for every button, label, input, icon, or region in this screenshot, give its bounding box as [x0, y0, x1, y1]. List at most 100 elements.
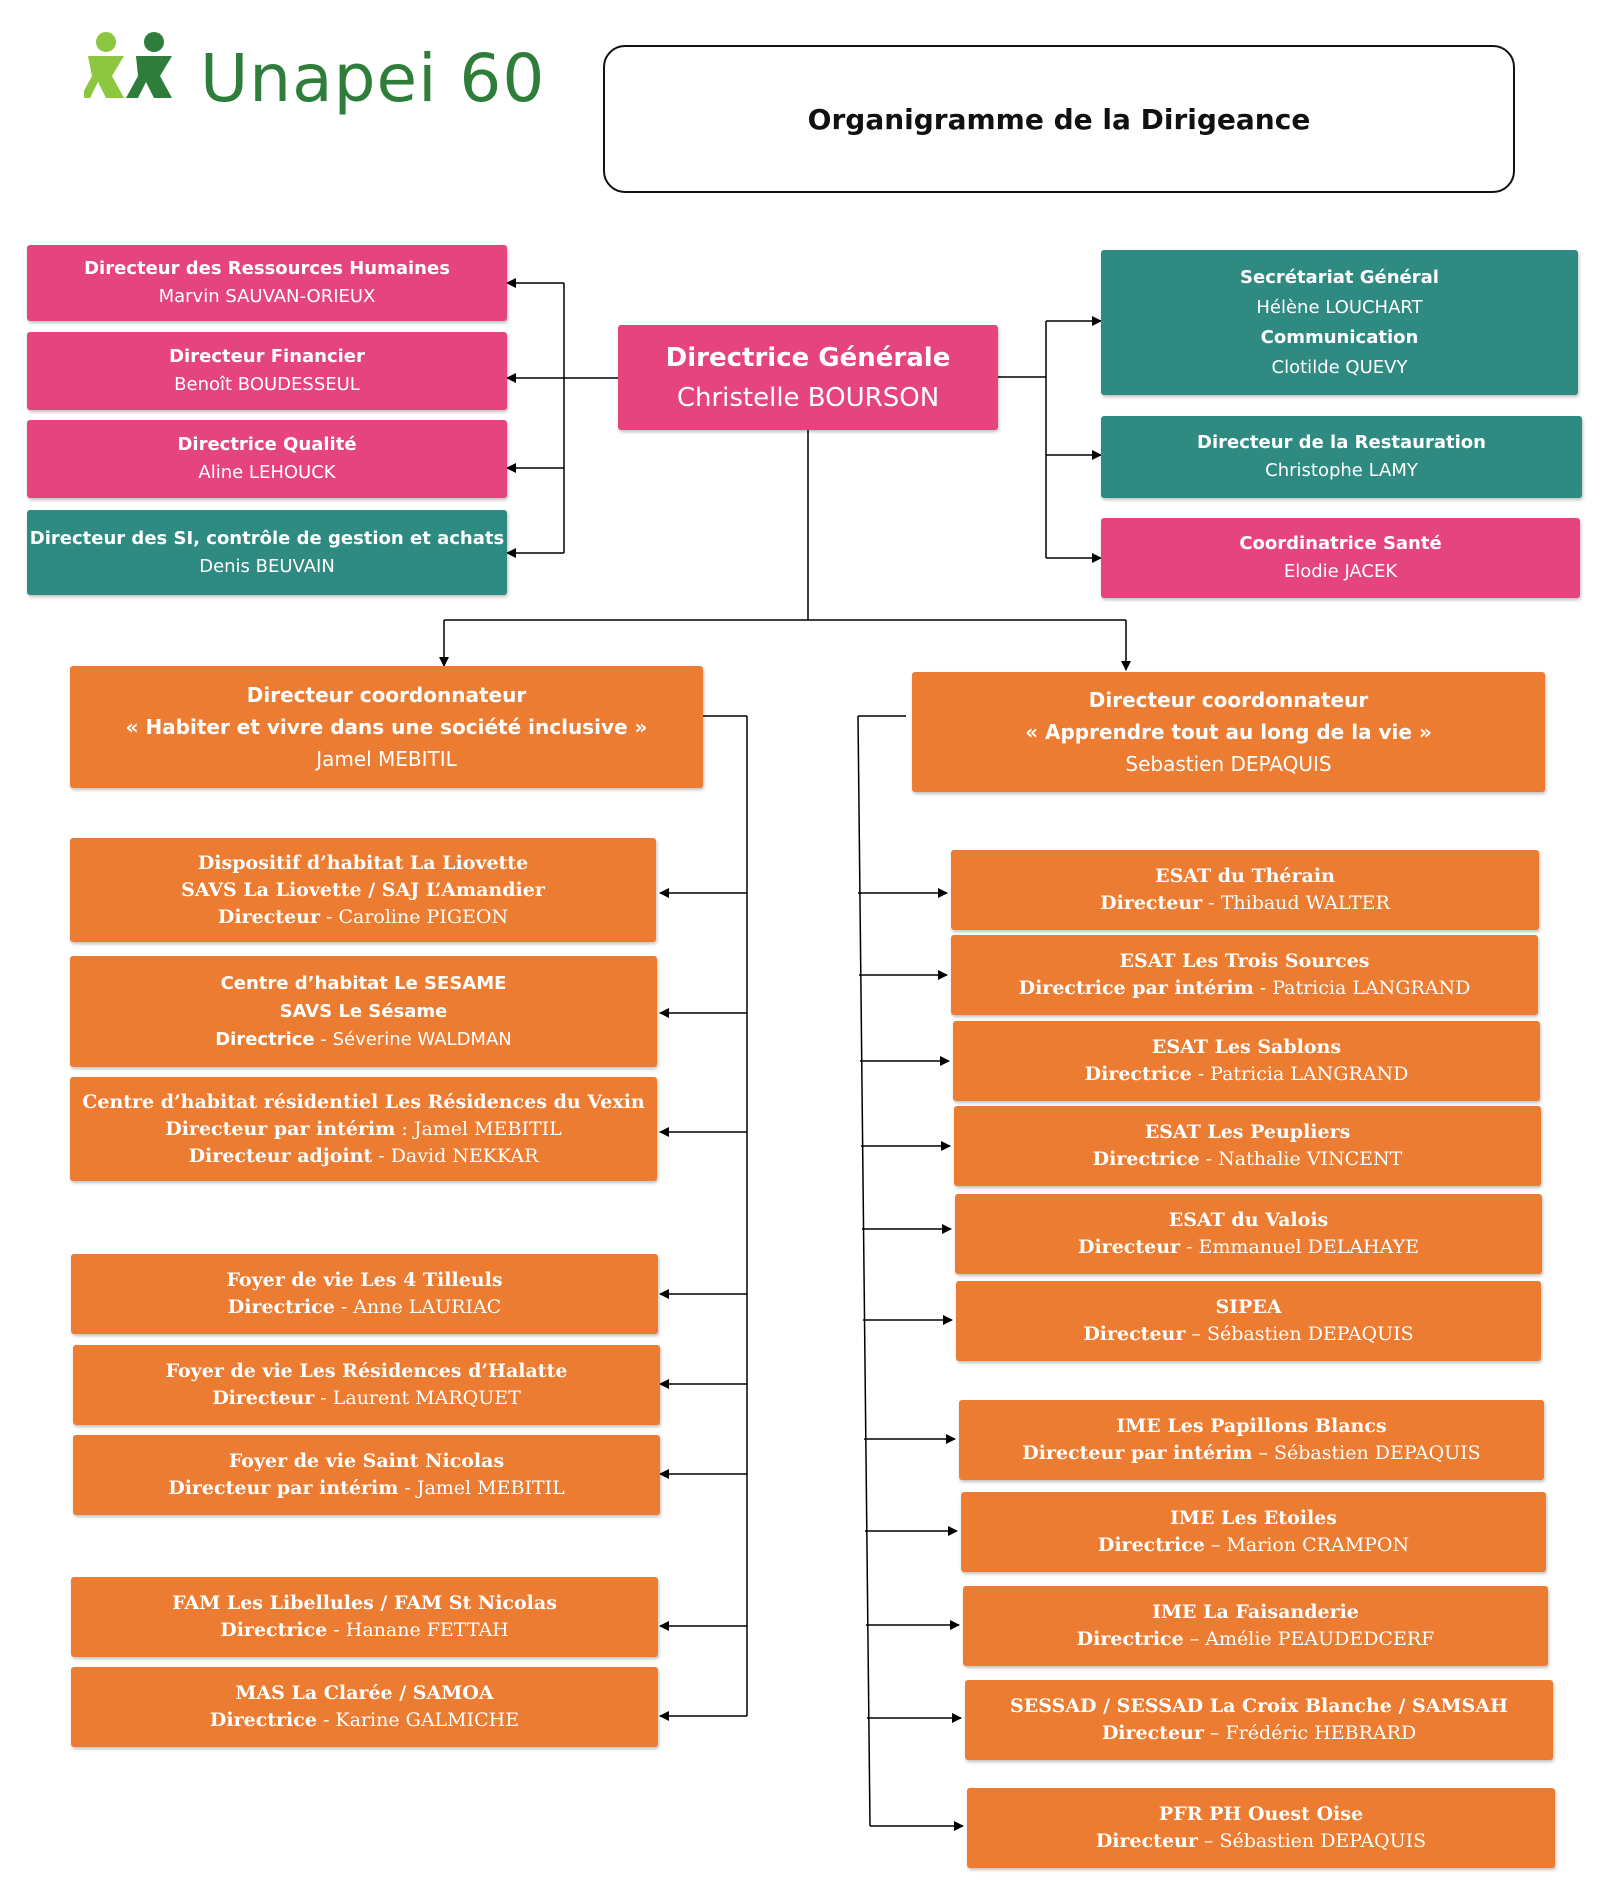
unit-role: Directeur adjoint — [188, 1144, 373, 1167]
staff-name: Benoît BOUDESSEUL — [174, 374, 360, 395]
unit-person: – Marion CRAMPON — [1204, 1534, 1410, 1556]
unit-role: Directrice — [1092, 1148, 1200, 1170]
unit-director: Directrice - Anne LAURIAC — [228, 1294, 501, 1321]
coordinator-role: Directeur coordonnateur — [1088, 688, 1369, 712]
unit-box: IME La Faisanderie Directrice – Amélie P… — [963, 1586, 1548, 1666]
unit-name: Centre d’habitat résidentiel Les Résiden… — [82, 1090, 645, 1113]
staff-box-hr: Directeur des Ressources Humaines Marvin… — [27, 245, 507, 321]
unit-director: Directeur - Laurent MARQUET — [212, 1385, 521, 1412]
unit-box: IME Les Papillons Blancs Directeur par i… — [959, 1400, 1544, 1480]
unit-box: IME Les Etoiles Directrice – Marion CRAM… — [961, 1492, 1546, 1572]
coordinator-mission: « Habiter et vivre dans une société incl… — [125, 715, 648, 739]
unit-role: Directeur — [1100, 892, 1203, 914]
unit-name: ESAT Les Trois Sources — [1119, 950, 1370, 972]
unit-box: ESAT du Valois Directeur - Emmanuel DELA… — [955, 1194, 1542, 1274]
unit-box: ESAT Les Trois Sources Directrice par in… — [951, 935, 1538, 1015]
unit-name: MAS La Clarée / SAMOA — [235, 1682, 494, 1704]
unit-person: - Karine GALMICHE — [316, 1709, 520, 1731]
unit-box: FAM Les Libellules / FAM St Nicolas Dire… — [71, 1577, 658, 1657]
unit-director: Directrice par intérim - Patricia LANGRA… — [1019, 975, 1471, 1002]
unit-subname: SAVS Le Sésame — [279, 1000, 448, 1022]
staff-title: Directeur des SI, contrôle de gestion et… — [29, 527, 505, 549]
staff-box-sante: Coordinatrice Santé Elodie JACEK — [1101, 518, 1580, 598]
staff-title-communication: Communication — [1260, 326, 1419, 348]
unit-box: ESAT Les Peupliers Directrice - Nathalie… — [954, 1106, 1541, 1186]
director-general-name: Christelle BOURSON — [676, 382, 940, 413]
unit-role: Directrice — [227, 1296, 335, 1318]
unit-role: Directrice — [1076, 1628, 1184, 1650]
coordinator-right-box: Directeur coordonnateur « Apprendre tout… — [912, 672, 1545, 792]
unit-person: – Sébastien DEPAQUIS — [1252, 1442, 1481, 1464]
unit-person: – Sébastien DEPAQUIS — [1185, 1323, 1414, 1345]
unit-director: Directeur – Frédéric HEBRARD — [1102, 1720, 1416, 1747]
unit-role: Directrice — [1097, 1534, 1205, 1556]
unit-director: Directrice - Karine GALMICHE — [210, 1707, 519, 1734]
unit-role: Directeur par intérim — [168, 1477, 399, 1499]
unit-name: FAM Les Libellules / FAM St Nicolas — [172, 1592, 557, 1614]
staff-name: Marvin SAUVAN-ORIEUX — [158, 286, 376, 307]
unit-director: Directeur par intérim : Jamel MEBITIL — [165, 1116, 562, 1143]
unit-name: ESAT du Thérain — [1155, 865, 1335, 887]
staff-title: Directeur de la Restauration — [1197, 432, 1486, 453]
staff-name-communication: Clotilde QUEVY — [1271, 356, 1408, 378]
staff-box-secretariat: Secrétariat Général Hélène LOUCHART Comm… — [1101, 250, 1578, 395]
staff-title: Secrétariat Général — [1240, 266, 1439, 288]
unit-box: Centre d’habitat Le SESAME SAVS Le Sésam… — [70, 956, 657, 1067]
unit-person: – Sébastien DEPAQUIS — [1197, 1830, 1427, 1852]
coordinator-left-box: Directeur coordonnateur « Habiter et viv… — [70, 666, 703, 788]
unit-person: : Jamel MEBITIL — [395, 1117, 562, 1140]
unit-person: - Laurent MARQUET — [314, 1387, 521, 1409]
coordinator-name: Jamel MEBITIL — [316, 747, 457, 771]
unit-name: ESAT du Valois — [1168, 1209, 1329, 1231]
director-general-title: Directrice Générale — [665, 342, 951, 373]
unit-director: Directeur - Caroline PIGEON — [218, 904, 508, 931]
unit-name: SIPEA — [1215, 1296, 1282, 1318]
unit-person: - Patricia LANGRAND — [1253, 977, 1471, 999]
unit-name: IME La Faisanderie — [1152, 1601, 1359, 1623]
unit-name: Dispositif d’habitat La Liovette — [197, 851, 529, 874]
unit-director: Directrice – Marion CRAMPON — [1098, 1532, 1409, 1559]
unit-box: MAS La Clarée / SAMOA Directrice - Karin… — [71, 1667, 658, 1747]
unit-box: Dispositif d’habitat La Liovette SAVS La… — [70, 838, 656, 942]
unit-director: Directeur - Emmanuel DELAHAYE — [1078, 1234, 1419, 1261]
unit-director: Directeur par intérim – Sébastien DEPAQU… — [1022, 1440, 1480, 1467]
unit-box: ESAT Les Sablons Directrice - Patricia L… — [953, 1021, 1540, 1101]
unit-name: Centre d’habitat Le SESAME — [220, 972, 507, 994]
unit-person: – Frédéric HEBRARD — [1203, 1722, 1417, 1744]
unit-name: PFR PH Ouest Oise — [1158, 1803, 1364, 1825]
unit-role: Directeur par intérim — [1022, 1442, 1253, 1464]
unit-role: Directeur — [212, 1387, 315, 1409]
unit-director: Directrice - Séverine WALDMAN — [215, 1026, 512, 1054]
staff-name: Aline LEHOUCK — [198, 462, 336, 483]
staff-box-quality: Directrice Qualité Aline LEHOUCK — [27, 420, 507, 498]
unit-person: – Amélie PEAUDEDCERF — [1183, 1628, 1435, 1650]
unit-person: - Nathalie VINCENT — [1199, 1148, 1403, 1170]
unit-role: Directeur — [1095, 1830, 1198, 1852]
unit-name: ESAT Les Sablons — [1151, 1036, 1342, 1058]
staff-name: Hélène LOUCHART — [1256, 296, 1423, 318]
unit-director: Directeur par intérim - Jamel MEBITIL — [168, 1475, 565, 1502]
unit-box: SIPEA Directeur – Sébastien DEPAQUIS — [956, 1281, 1541, 1361]
unit-role: Directeur — [1101, 1722, 1204, 1744]
staff-title: Directeur des Ressources Humaines — [84, 258, 450, 279]
unit-role: Directeur — [1077, 1236, 1181, 1258]
director-general-box: Directrice Générale Christelle BOURSON — [618, 325, 998, 430]
unit-person: - Caroline PIGEON — [319, 905, 509, 928]
unit-person: - Thibaud WALTER — [1202, 892, 1390, 914]
staff-name: Elodie JACEK — [1283, 561, 1398, 582]
page-title: Organigramme de la Dirigeance — [807, 102, 1311, 136]
coordinator-name: Sebastien DEPAQUIS — [1125, 752, 1332, 776]
unit-box: Foyer de vie Les Résidences d’Halatte Di… — [73, 1345, 660, 1425]
unit-director: Directrice – Amélie PEAUDEDCERF — [1077, 1626, 1435, 1653]
unit-director: Directrice - Patricia LANGRAND — [1085, 1061, 1409, 1088]
coordinator-mission: « Apprendre tout au long de la vie » — [1025, 720, 1432, 744]
unit-role: Directeur par intérim — [165, 1117, 396, 1140]
staff-name: Denis BEUVAIN — [199, 555, 335, 577]
unit-name: Foyer de vie Les 4 Tilleuls — [226, 1269, 503, 1291]
unit-role: Directrice — [1084, 1063, 1192, 1085]
unit-director: Directrice - Nathalie VINCENT — [1093, 1146, 1403, 1173]
unit-person: - Hanane FETTAH — [327, 1619, 509, 1641]
unit-box: Foyer de vie Les 4 Tilleuls Directrice -… — [71, 1254, 658, 1334]
unit-name: ESAT Les Peupliers — [1144, 1121, 1351, 1143]
